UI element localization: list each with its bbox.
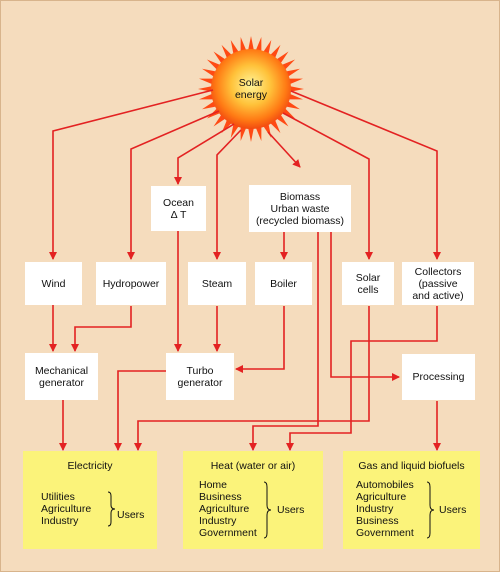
mechanical-generator-box: Mechanical generator (25, 353, 98, 400)
arrow-collectors-to-heat (286, 306, 438, 451)
arrow-hydropower-to-mechanical (71, 306, 132, 352)
boiler-box: Boiler (255, 262, 312, 305)
arrow-sun-to-wind (49, 89, 214, 260)
brace-icon (107, 491, 116, 527)
steam-box: Steam (188, 262, 246, 305)
sun-label: Solar energy (234, 77, 268, 101)
arrow-sun-to-hydropower (127, 110, 220, 260)
hydropower-box: Hydropower (96, 262, 166, 305)
fuels-user-list: Automobiles Agriculture Industry Busines… (356, 479, 414, 539)
arrow-sun-to-solar-cells (282, 112, 373, 260)
arrow-biomass-to-heat (249, 232, 319, 451)
heat-user-list: Home Business Agriculture Industry Gover… (199, 479, 257, 539)
list-item: Home (199, 479, 228, 491)
list-item: Business (356, 515, 399, 527)
list-item: Industry (356, 503, 394, 515)
processing-box: Processing (402, 354, 475, 400)
arrow-sun-to-steam (213, 129, 242, 260)
collectors-box: Collectors (passive and active) (402, 262, 474, 305)
electricity-user-list: Utilities Agriculture Industry (41, 491, 91, 527)
brace-icon (263, 481, 272, 539)
list-item: Business (199, 491, 242, 503)
brace-icon (426, 481, 435, 539)
ocean-box: Ocean Δ T (151, 186, 206, 231)
list-item: Industry (199, 515, 237, 527)
solar-cells-box: Solar cells (342, 262, 394, 305)
turbo-generator-box: Turbo generator (166, 353, 234, 400)
fuels-users-label: Users (439, 504, 467, 516)
fuels-title: Gas and liquid biofuels (358, 460, 465, 472)
electricity-users-label: Users (117, 509, 145, 521)
list-item: Industry (41, 515, 79, 527)
list-item: Agriculture (199, 503, 250, 515)
arrow-sun-to-biomass (267, 131, 301, 168)
list-item: Government (356, 527, 414, 539)
list-item: Agriculture (41, 503, 92, 515)
heat-output-box: Heat (water or air) Home Business Agricu… (183, 451, 323, 549)
wind-box: Wind (25, 262, 82, 305)
arrow-boiler-to-turbo (235, 306, 285, 373)
heat-users-label: Users (277, 504, 305, 516)
arrow-sun-to-ocean (174, 123, 235, 185)
list-item: Government (199, 527, 257, 539)
electricity-output-box: Electricity Utilities Agriculture Indust… (23, 451, 157, 549)
fuels-output-box: Gas and liquid biofuels Automobiles Agri… (343, 451, 480, 549)
arrow-biomass-to-processing (330, 232, 400, 381)
list-item: Agriculture (356, 491, 407, 503)
list-item: Utilities (41, 491, 75, 503)
arrow-turbo-to-electricity (114, 370, 168, 451)
sun-icon (198, 36, 304, 142)
biomass-box: Biomass Urban waste (recycled biomass) (249, 185, 351, 232)
electricity-title: Electricity (67, 460, 113, 472)
list-item: Automobiles (356, 479, 414, 491)
arrow-solar-cells-to-electricity (134, 306, 370, 451)
heat-title: Heat (water or air) (210, 460, 296, 472)
arrow-sun-to-collectors (290, 90, 441, 260)
